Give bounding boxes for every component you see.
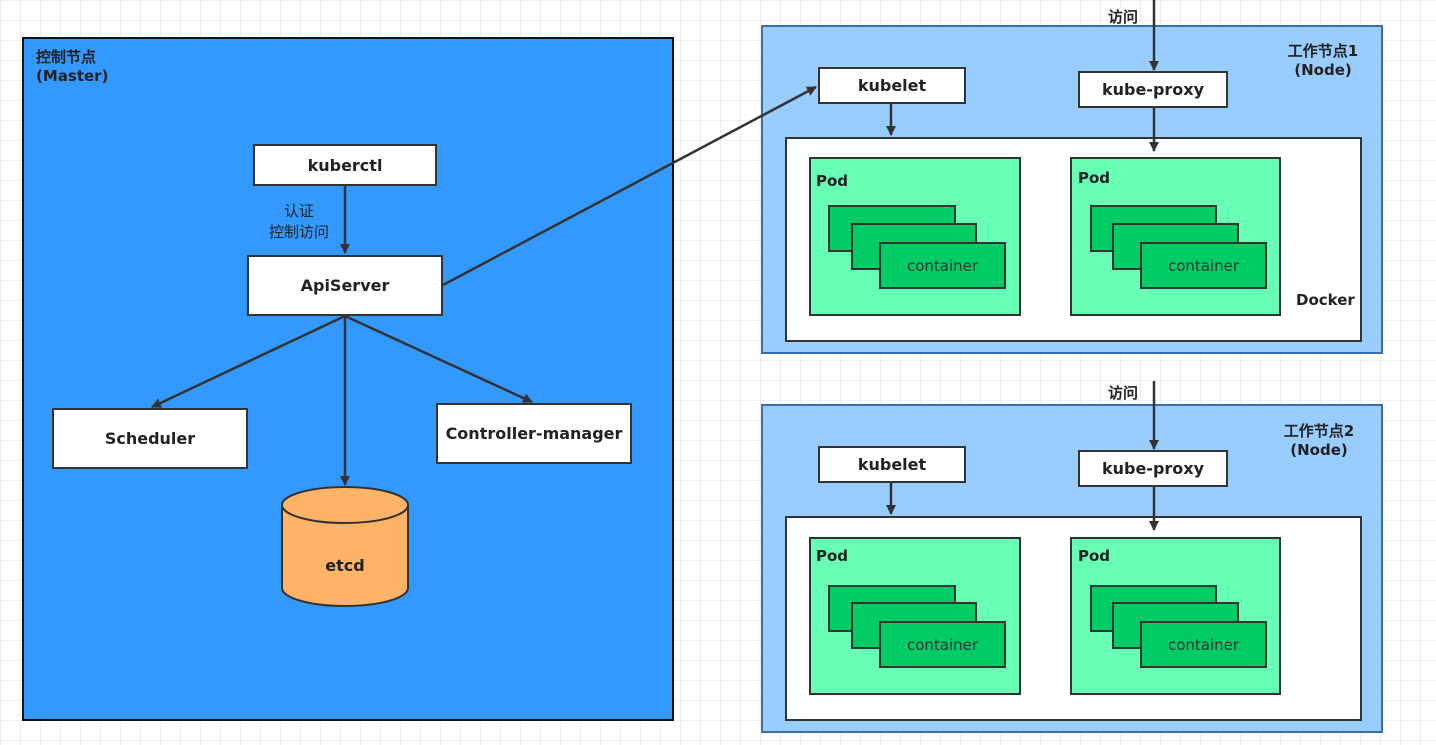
scheduler-box[interactable]: Scheduler xyxy=(52,408,248,469)
worker-node-1-docker-label: Docker xyxy=(1296,291,1355,309)
worker-node-2-pod-1-container[interactable]: container xyxy=(879,621,1006,668)
worker-node-1-pod-2-label: Pod xyxy=(1078,169,1111,187)
worker-node-2-pod-2-container-label: container xyxy=(1167,635,1240,654)
worker-node-1-kubelet-label: kubelet xyxy=(857,76,927,95)
master-node xyxy=(22,37,674,721)
worker-node-1-kubelet-box[interactable]: kubelet xyxy=(818,67,966,104)
controller-manager-label: Controller-manager xyxy=(445,424,623,443)
worker-node-1-title-line1: 工作节点1 xyxy=(1287,42,1359,60)
kubectl-box[interactable]: kuberctl xyxy=(253,144,437,186)
worker-node-1-pod-1-label: Pod xyxy=(816,172,849,190)
worker-node-1-pod-1-container[interactable]: container xyxy=(879,242,1006,289)
master-title-line1: 控制节点 xyxy=(36,48,97,66)
auth-edge-label-line1: 认证 xyxy=(283,202,314,220)
worker-node-2-kubelet-box[interactable]: kubelet xyxy=(818,446,966,483)
worker-node-2-pod-1-container-label: container xyxy=(906,635,979,654)
worker-node-1-title-line2: (Node) xyxy=(1294,61,1352,79)
controller-manager-box[interactable]: Controller-manager xyxy=(436,403,632,464)
worker-node-2-title: 工作节点2 (Node) xyxy=(1264,420,1374,459)
master-title-line2: (Master) xyxy=(36,67,109,85)
worker-node-2-kube-proxy-box[interactable]: kube-proxy xyxy=(1078,450,1228,487)
etcd-label: etcd xyxy=(325,555,365,575)
kubectl-label: kuberctl xyxy=(307,155,383,175)
worker-node-1-access-label: 访问 xyxy=(1108,8,1139,26)
worker-node-2-title-line2: (Node) xyxy=(1290,441,1348,459)
auth-edge-label-line2: 控制访问 xyxy=(268,223,329,241)
auth-edge-label: 认证 控制访问 xyxy=(250,200,348,242)
worker-node-1-pod-2-container[interactable]: container xyxy=(1140,242,1267,289)
worker-node-2-title-line1: 工作节点2 xyxy=(1283,422,1355,440)
master-title: 控制节点 (Master) xyxy=(36,46,108,85)
worker-node-1-kube-proxy-label: kube-proxy xyxy=(1101,80,1205,99)
worker-node-1-pod-1-container-label: container xyxy=(906,256,979,275)
scheduler-label: Scheduler xyxy=(104,429,196,448)
worker-node-2-pod-2-container[interactable]: container xyxy=(1140,621,1267,668)
worker-node-1-pod-2-container-label: container xyxy=(1167,256,1240,275)
worker-node-2-pod-1-label: Pod xyxy=(816,547,849,565)
worker-node-2-pod-2-label: Pod xyxy=(1078,547,1111,565)
worker-node-1-kube-proxy-box[interactable]: kube-proxy xyxy=(1078,71,1228,108)
worker-node-2-kubelet-label: kubelet xyxy=(857,455,927,474)
worker-node-2-access-label: 访问 xyxy=(1108,384,1139,402)
apiserver-box[interactable]: ApiServer xyxy=(247,255,443,316)
worker-node-2-kube-proxy-label: kube-proxy xyxy=(1101,459,1205,478)
apiserver-label: ApiServer xyxy=(300,276,390,295)
worker-node-1-title: 工作节点1 (Node) xyxy=(1268,40,1378,79)
